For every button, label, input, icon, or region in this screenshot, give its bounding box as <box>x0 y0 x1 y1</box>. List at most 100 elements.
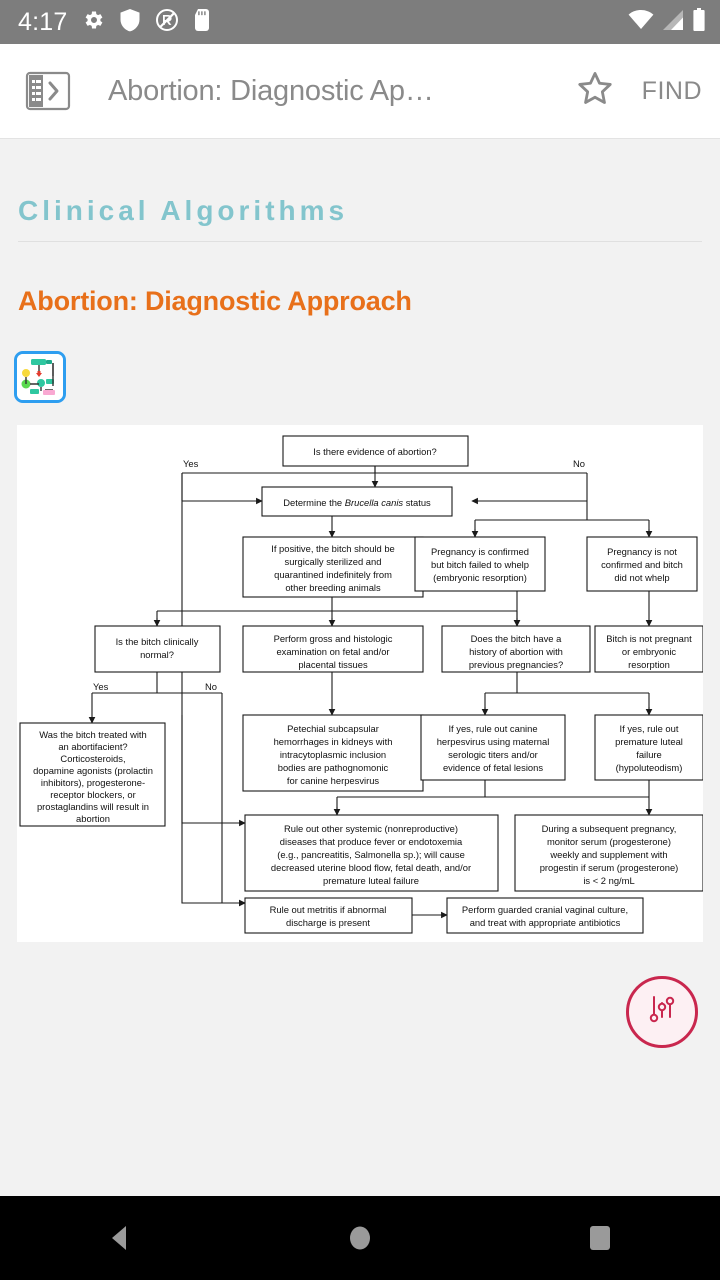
flow-node-n6-line1: normal? <box>140 649 174 660</box>
flow-node-n10-line4: inhibitors), progesterone- <box>41 777 145 788</box>
flow-node-n9-line2: resorption <box>628 659 670 670</box>
flow-node-n16 <box>244 897 413 934</box>
status-bar-right <box>628 7 706 37</box>
do-not-disturb-icon <box>155 8 179 37</box>
flow-node-n4-line2: (embryonic resorption) <box>433 572 527 583</box>
flow-node-n17-line1: and treat with appropriate antibiotics <box>470 917 621 928</box>
edge-label-no-2: No <box>205 681 217 692</box>
flow-node-n8-line1: history of abortion with <box>469 646 563 657</box>
flow-node-n6 <box>94 625 221 673</box>
flow-node-n10-line2: Corticosteroids, <box>60 753 125 764</box>
flow-node-n12-line0: If yes, rule out canine <box>448 723 537 734</box>
flow-node-n7 <box>242 625 424 673</box>
star-outline-icon[interactable] <box>574 68 616 115</box>
flow-node-n14-line0: Rule out other systemic (nonreproductive… <box>284 823 458 834</box>
flow-node-n10-line6: prostaglandins will result in <box>37 801 149 812</box>
battery-icon <box>692 7 706 37</box>
flow-node-n9-line0: Bitch is not pregnant <box>606 633 692 644</box>
app-toolbar: Abortion: Diagnostic Ap… FIND <box>0 44 720 139</box>
flow-node-n6-line0: Is the bitch clinically <box>116 636 199 647</box>
flow-node-n11-line3: bodies are pathognomonic <box>278 762 389 773</box>
flow-node-n13-line3: (hypoluteodism) <box>616 762 683 773</box>
flow-node-n11-line2: intracytoplasmic inclusion <box>280 749 386 760</box>
flow-node-n15-line2: weekly and supplement with <box>549 849 667 860</box>
flow-node-n14-line3: decreased uterine blood flow, fetal deat… <box>271 862 471 873</box>
flow-node-n3-line3: other breeding animals <box>285 582 381 593</box>
home-button[interactable] <box>240 1221 480 1255</box>
android-nav-bar <box>0 1196 720 1280</box>
flow-node-n14-line4: premature luteal failure <box>323 875 419 886</box>
content-area: Clinical Algorithms Abortion: Diagnostic… <box>0 139 720 1196</box>
edge-label-yes-2: Yes <box>93 681 109 692</box>
flow-node-n7-line2: placental tissues <box>298 659 368 670</box>
edge-label-no-1: No <box>573 458 585 469</box>
flow-node-n9 <box>594 625 703 673</box>
flow-node-n10-line7: abortion <box>76 813 110 824</box>
flow-node-n4-line1: but bitch failed to whelp <box>431 559 529 570</box>
find-button[interactable]: FIND <box>641 76 702 105</box>
flowchart-thumbnail[interactable] <box>14 351 66 403</box>
page-title: Abortion: Diagnostic Ap… <box>108 74 434 107</box>
back-button[interactable] <box>0 1221 240 1255</box>
flow-node-n15-line3: progestin if serum (progesterone) <box>540 862 679 873</box>
sliders-filter-icon <box>642 990 682 1035</box>
flow-node-n12-line2: serologic titers and/or <box>448 749 538 760</box>
flow-node-n13-line0: If yes, rule out <box>620 723 679 734</box>
sd-card-icon <box>193 8 211 37</box>
flow-node-n2-text: Determine the Brucella canis status <box>283 497 431 508</box>
edge-label-yes-1: Yes <box>183 458 199 469</box>
flowchart-svg: Is there evidence of abortion? Yes No De… <box>19 435 703 934</box>
flow-node-n2 <box>261 486 453 517</box>
flow-node-n14 <box>244 814 499 892</box>
flow-node-n16-line0: Rule out metritis if abnormal <box>270 904 387 915</box>
section-heading: Clinical Algorithms <box>18 195 349 226</box>
flow-node-n5-line2: did not whelp <box>614 572 669 583</box>
flow-node-n10 <box>19 722 166 827</box>
flow-node-n11-line4: for canine herpesvirus <box>287 775 380 786</box>
flow-node-n14-line2: (e.g., pancreatitis, Salmonella sp.); wi… <box>277 849 465 860</box>
flow-node-n9-line1: or embryonic <box>622 646 676 657</box>
flow-node-n5 <box>586 536 698 592</box>
flow-node-n4 <box>414 536 546 592</box>
flow-node-n11-line0: Petechial subcapsular <box>287 723 379 734</box>
flow-node-n14-line1: diseases that produce fever or endotoxem… <box>280 836 463 847</box>
flow-node-n12-line1: herpesvirus using maternal <box>437 736 550 747</box>
flow-node-n16-line1: discharge is present <box>286 917 370 928</box>
drawer-toggle-icon[interactable] <box>20 63 76 119</box>
flow-node-n13-line2: failure <box>636 749 662 760</box>
flow-node-n10-line0: Was the bitch treated with <box>39 729 147 740</box>
flow-node-n8-line2: previous pregnancies? <box>469 659 563 670</box>
flow-node-n3-line0: If positive, the bitch should be <box>271 543 395 554</box>
flow-node-n15-line0: During a subsequent pregnancy, <box>542 823 677 834</box>
flow-node-n7-line1: examination on fetal and/or <box>276 646 389 657</box>
flow-node-n4-line0: Pregnancy is confirmed <box>431 546 529 557</box>
flow-node-n1-line0: Is there evidence of abortion? <box>313 446 437 457</box>
flow-node-n15 <box>514 814 703 892</box>
status-bar-left: 4:17 <box>18 8 211 37</box>
status-clock: 4:17 <box>18 7 68 36</box>
heading-divider <box>18 241 702 242</box>
flow-node-n10-line5: receptor blockers, or <box>50 789 135 800</box>
cell-signal-icon <box>661 9 685 36</box>
wifi-icon <box>628 9 654 36</box>
flow-node-n13 <box>594 714 703 781</box>
gear-icon <box>81 8 105 37</box>
flow-node-n10-line3: dopamine agonists (prolactin <box>33 765 153 776</box>
flow-node-n1 <box>282 435 469 467</box>
flow-node-n15-line1: monitor serum (progesterone) <box>547 836 671 847</box>
flow-node-n13-line1: premature luteal <box>615 736 683 747</box>
flow-node-n3-line2: quarantined indefinitely from <box>274 569 392 580</box>
flow-node-n3-line1: surgically sterilized and <box>285 556 382 567</box>
clinical-algorithm-flowchart[interactable]: Is there evidence of abortion? Yes No De… <box>17 425 703 942</box>
recents-button[interactable] <box>480 1221 720 1255</box>
toolbar-actions: FIND <box>574 68 702 115</box>
flow-node-n12-line3: evidence of fetal lesions <box>443 762 543 773</box>
flowchart-thumbnail-image <box>14 351 66 403</box>
status-bar: 4:17 <box>0 0 720 44</box>
flow-node-n11-line1: hemorrhages in kidneys with <box>274 736 393 747</box>
flow-node-n7-line0: Perform gross and histologic <box>274 633 393 644</box>
flow-node-n15-line4: is < 2 ng/mL <box>583 875 634 886</box>
flow-node-n17-line0: Perform guarded cranial vaginal culture, <box>462 904 628 915</box>
filter-fab-button[interactable] <box>626 976 698 1048</box>
